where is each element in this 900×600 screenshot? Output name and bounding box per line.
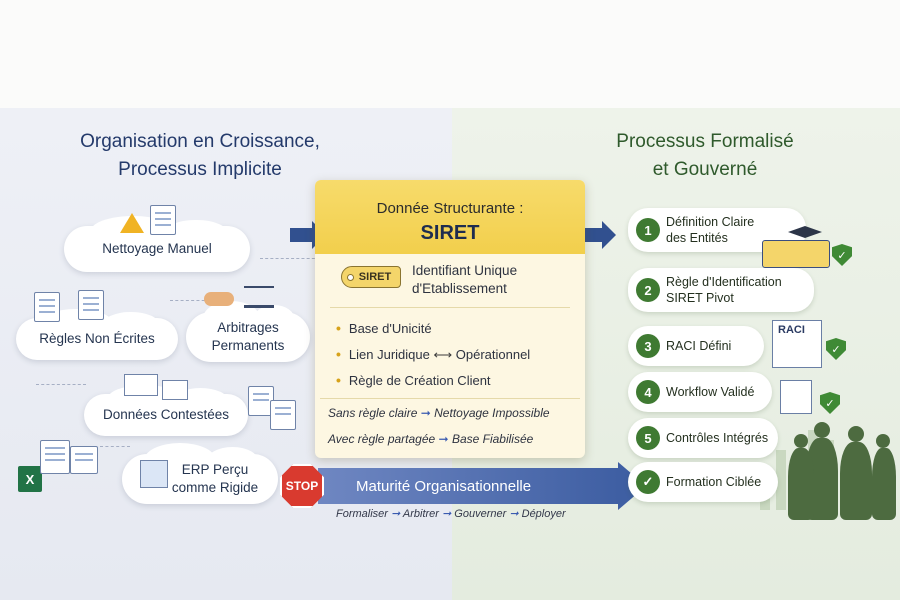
- step-label: Formation Ciblée: [666, 475, 762, 489]
- step-number: 4: [636, 380, 660, 404]
- siret-tag-icon: SIRET: [341, 266, 401, 288]
- left-title: Organisation en Croissance, Processus Im…: [80, 131, 320, 180]
- document-icon: [34, 292, 60, 322]
- handshake-icon: [204, 292, 234, 306]
- document-icon: [150, 205, 176, 235]
- check-icon: ✓: [636, 470, 660, 494]
- id-badge-icon: [762, 240, 830, 268]
- maturity-banner: Maturité Organisationnelle: [318, 462, 646, 510]
- connector-line: [170, 300, 210, 301]
- maturity-steps: Formaliser ➞ Arbitrer ➞ Gouverner ➞ Dépl…: [336, 508, 566, 520]
- card-title: Donnée Structurante :: [376, 200, 524, 217]
- bullet-item: •Base d'Unicité: [336, 320, 432, 336]
- step-label: RACI Défini: [666, 339, 732, 353]
- raci-document-icon: RACI: [772, 320, 822, 368]
- step-5: 5 Contrôles Intégrés: [628, 418, 778, 458]
- erp-screen-icon: [140, 460, 168, 488]
- siret-card: Donnée Structurante : SIRET: [315, 180, 585, 458]
- step-label: Contrôles Intégrés: [666, 431, 769, 445]
- step-3: 3 RACI Défini: [628, 326, 764, 366]
- excel-icon: X: [18, 466, 42, 492]
- chart-icon: [124, 374, 158, 396]
- connector-line: [100, 446, 130, 447]
- document-icon: [40, 440, 70, 474]
- step-6: ✓ Formation Ciblée: [628, 462, 778, 502]
- step-number: 3: [636, 334, 660, 358]
- people-icon: [788, 420, 900, 520]
- rule-line: Avec règle partagée ➞ Base Fiabilisée: [328, 432, 534, 446]
- card-siret: SIRET: [420, 222, 480, 244]
- rule-line: Sans règle claire ➞ Nettoyage Impossible: [328, 406, 550, 420]
- step-number: 5: [636, 426, 660, 450]
- right-title: Processus Formalisé et Gouverné: [616, 131, 794, 180]
- connector-line: [36, 384, 86, 385]
- arrow-left-to-card: [290, 221, 326, 249]
- cloud-regles-non-ecrites: Règles Non Écrites: [16, 308, 178, 360]
- check-shield-icon: ✓: [832, 244, 852, 266]
- step-number: 2: [636, 278, 660, 302]
- divider: [320, 398, 580, 399]
- workflow-document-icon: [780, 380, 812, 414]
- document-icon: [78, 290, 104, 320]
- divider: [330, 307, 570, 308]
- bullet-item: •Lien Juridique ⟷ Opérationnel: [336, 346, 531, 362]
- card-header: Donnée Structurante : SIRET: [315, 180, 585, 254]
- step-4: 4 Workflow Validé: [628, 372, 772, 412]
- stop-sign-icon: STOP: [280, 464, 324, 508]
- graduation-cap-icon: [788, 226, 822, 238]
- document-icon: [270, 400, 296, 430]
- cloud-donnees-contestees: Données Contestées: [84, 384, 248, 436]
- warning-icon: [120, 213, 144, 233]
- step-label: Workflow Validé: [666, 385, 755, 399]
- document-icon: [70, 446, 98, 474]
- bidirectional-arrow-icon: ⟷: [433, 347, 453, 362]
- chart-icon: [162, 380, 188, 400]
- step-number: 1: [636, 218, 660, 242]
- check-shield-icon: ✓: [826, 338, 846, 360]
- bullet-item: •Règle de Création Client: [336, 372, 491, 388]
- top-margin: [0, 0, 900, 108]
- scales-icon: [244, 286, 274, 308]
- connector-line: [260, 258, 320, 259]
- card-identifier: Identifiant Unique d'Etablissement: [412, 263, 518, 296]
- check-shield-icon: ✓: [820, 392, 840, 414]
